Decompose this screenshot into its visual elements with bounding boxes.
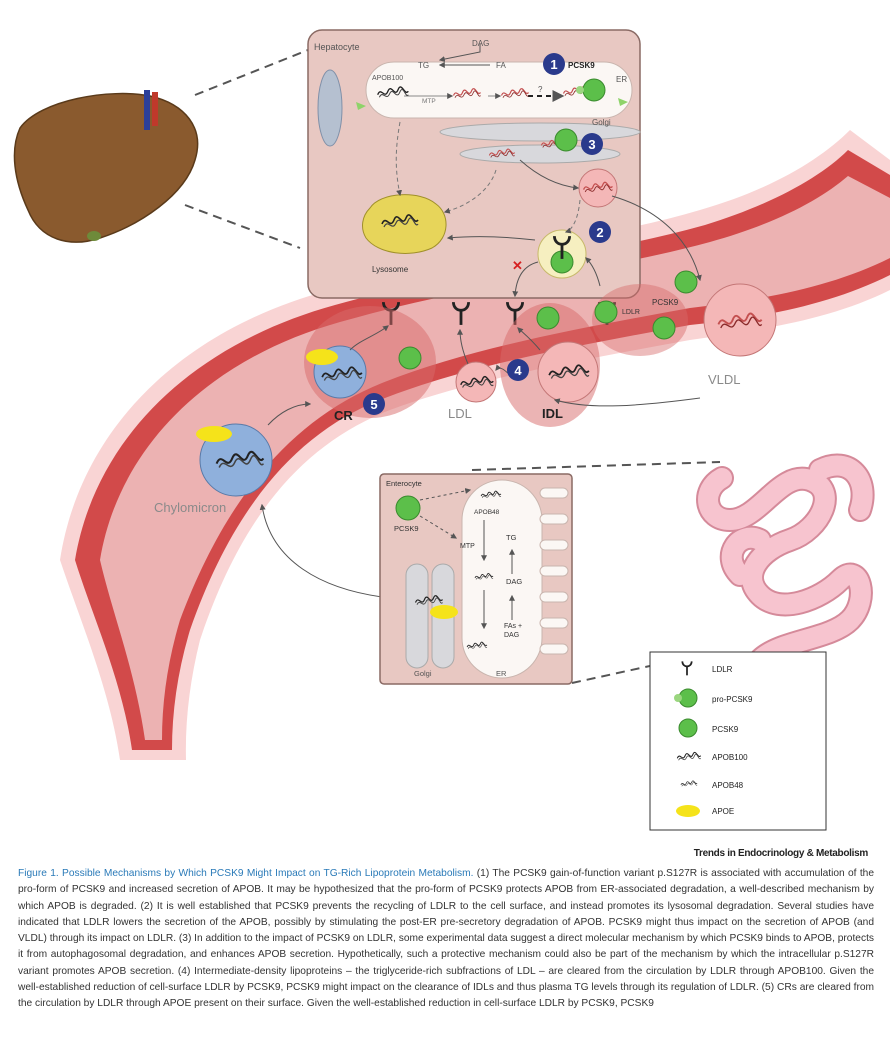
legend-item-ldlr: LDLR <box>681 660 733 676</box>
intestine-illustration <box>696 453 875 672</box>
legend-item-apob100: APOB100 <box>676 751 748 762</box>
pcsk9-mechanism-diagram: Hepatocyte ER DAG TG FA APOB100 MTP ? PC… <box>13 29 890 831</box>
legend-label: APOB48 <box>712 781 744 790</box>
fas-dag-label-2: DAG <box>504 632 519 639</box>
pcsk9-icon <box>678 718 698 738</box>
ldlr-vessel-label: LDLR <box>622 309 640 316</box>
enterocyte-er-label: ER <box>496 669 507 678</box>
vldl-label: VLDL <box>708 372 741 387</box>
cr-label: CR <box>334 408 353 423</box>
idl-label: IDL <box>542 406 563 421</box>
fa-label: FA <box>496 61 506 70</box>
chylomicron-label: Chylomicron <box>154 500 226 515</box>
ldl-label: LDL <box>448 406 472 421</box>
journal-name: Trends in Endocrinology & Metabolism <box>693 848 869 859</box>
er-label: ER <box>616 75 627 84</box>
enterocyte-mtp-label: MTP <box>460 543 475 550</box>
legend-label: APOE <box>712 807 734 816</box>
apob100-label: APOB100 <box>372 75 403 82</box>
marker-5: 5 <box>370 397 377 412</box>
enterocyte-golgi-label: Golgi <box>414 669 432 678</box>
enterocyte-dag-label: DAG <box>506 577 522 586</box>
legend-item-apob48: APOB48 <box>680 780 744 790</box>
figure-caption: Figure 1. Possible Mechanisms by Which P… <box>18 866 874 1013</box>
enterocyte-panel: Enterocyte PCSK9 APOB48 MTP TG DAG FAs +… <box>379 473 573 685</box>
apob48-label: APOB48 <box>474 509 500 516</box>
legend-item-pcsk9: PCSK9 <box>678 718 739 738</box>
tg-label: TG <box>418 61 429 70</box>
apoe-icon <box>676 805 700 817</box>
svg-text:✕: ✕ <box>512 258 523 273</box>
legend-label: pro-PCSK9 <box>712 695 753 704</box>
legend-label: APOB100 <box>712 753 748 762</box>
golgi-label: Golgi <box>592 118 611 127</box>
caption-body: (1) The PCSK9 gain-of-function variant p… <box>18 868 875 1010</box>
pcsk9-vessel-label: PCSK9 <box>652 298 679 307</box>
mtp-label: MTP <box>422 98 436 105</box>
vessel-particles <box>196 270 777 599</box>
legend: LDLR pro-PCSK9 PCSK9 APOB100 APOB48 APOE <box>649 651 827 831</box>
fas-dag-label-1: FAs + <box>504 623 522 630</box>
legend-label: PCSK9 <box>712 725 739 734</box>
legend-item-apoe: APOE <box>676 805 734 817</box>
enterocyte-label: Enterocyte <box>386 479 422 488</box>
hepatocyte-label: Hepatocyte <box>314 42 360 52</box>
caption-title: Figure 1. Possible Mechanisms by Which P… <box>18 868 474 879</box>
liver-illustration <box>13 90 199 243</box>
question-label: ? <box>538 85 543 94</box>
marker-3: 3 <box>588 137 595 152</box>
marker-2: 2 <box>596 225 603 240</box>
legend-item-pro-pcsk9: pro-PCSK9 <box>674 688 753 708</box>
enterocyte-pcsk9-label: PCSK9 <box>394 524 419 533</box>
legend-label: LDLR <box>712 665 733 674</box>
enterocyte-tg-label: TG <box>506 533 517 542</box>
dag-label: DAG <box>472 39 489 48</box>
lysosome-label: Lysosome <box>372 265 409 274</box>
marker-1: 1 <box>550 57 557 72</box>
hepatocyte-panel: Hepatocyte ER DAG TG FA APOB100 MTP ? PC… <box>307 29 702 299</box>
pcsk9-er-label: PCSK9 <box>568 61 595 70</box>
marker-4: 4 <box>514 363 522 378</box>
